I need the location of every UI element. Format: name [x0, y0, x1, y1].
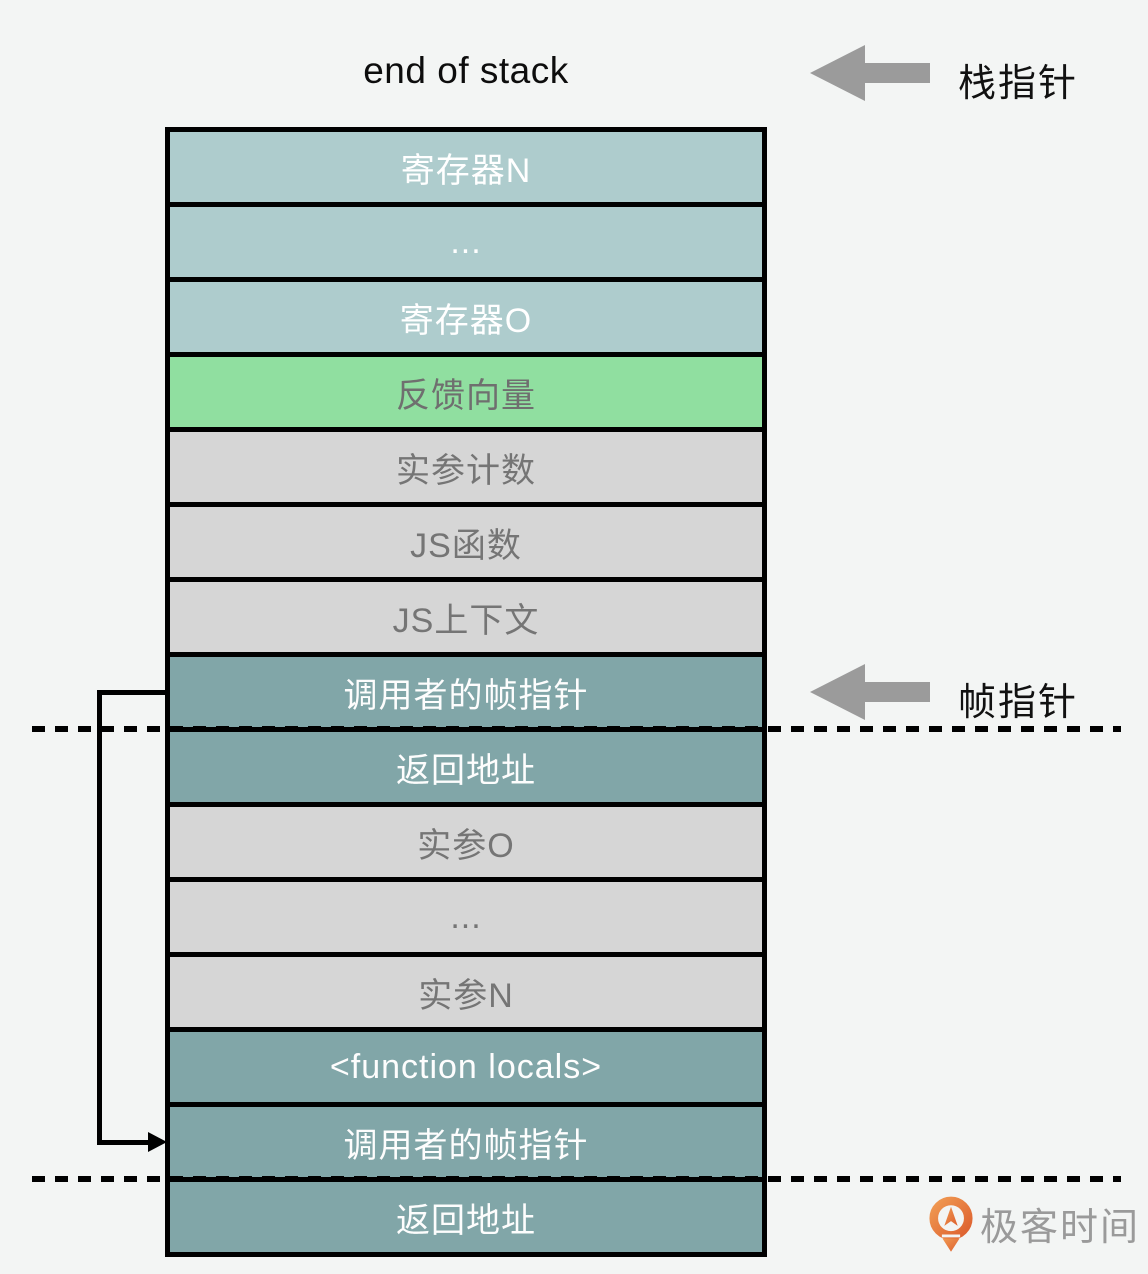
dashed-separator-top [32, 726, 1121, 732]
stack-row: ... [170, 882, 762, 957]
stack-row-label: JS上下文 [392, 601, 540, 640]
stack-row-label: 反馈向量 [396, 376, 536, 415]
stack-row: ... [170, 207, 762, 282]
stack-row-label: JS函数 [410, 526, 522, 565]
connector-arrowhead-icon [148, 1132, 167, 1152]
stack-row: 返回地址 [170, 732, 762, 807]
stack-row: 实参N [170, 957, 762, 1032]
stack-row: 返回地址 [170, 1182, 762, 1252]
stack-row: 寄存器O [170, 282, 762, 357]
arrow-head [810, 45, 865, 101]
stack-row-label: <function locals> [329, 1047, 603, 1086]
stack-pointer-arrow-icon [810, 45, 930, 101]
stack-row: 反馈向量 [170, 357, 762, 432]
arrow-shaft [860, 63, 930, 83]
stack-pointer-label: 栈指针 [958, 63, 1079, 105]
stack-row-label: 实参N [418, 976, 514, 1015]
arrow-shaft [860, 682, 930, 702]
frame-pointer-arrow-icon [810, 664, 930, 720]
stack-row: 实参计数 [170, 432, 762, 507]
stack-row-label: ... [450, 222, 482, 261]
stack-row-label: 调用者的帧指针 [343, 1126, 589, 1165]
stack-row-label: 返回地址 [396, 1201, 536, 1240]
stack-row-label: ... [450, 897, 482, 936]
frame-pointer-link-connector-bottom [97, 1140, 149, 1145]
frame-pointer-link-connector-vertical [97, 690, 102, 1145]
stack-row-label: 寄存器N [400, 151, 532, 190]
stack-row-label: 调用者的帧指针 [343, 676, 589, 715]
frame-pointer-link-connector-top [97, 690, 167, 695]
geektime-logo: 极客时间 [928, 1194, 1140, 1252]
dashed-separator-bottom [32, 1176, 1121, 1182]
stack-row: JS上下文 [170, 582, 762, 657]
stack-row: JS函数 [170, 507, 762, 582]
stack-row: 实参O [170, 807, 762, 882]
stack-row-label: 寄存器O [399, 301, 533, 340]
stack-row-label: 实参计数 [396, 451, 536, 490]
stack-row: 寄存器N [170, 132, 762, 207]
frame-pointer-label: 帧指针 [958, 682, 1079, 724]
stack-row: 调用者的帧指针 [170, 1107, 762, 1182]
page-title: end of stack [363, 50, 569, 91]
stack-row-label: 返回地址 [396, 751, 536, 790]
geektime-logo-icon [929, 1196, 973, 1252]
stack-row: 调用者的帧指针 [170, 657, 762, 732]
stack-row: <function locals> [170, 1032, 762, 1107]
geektime-logo-text: 极客时间 [980, 1206, 1141, 1249]
arrow-head [810, 664, 865, 720]
stack-row-label: 实参O [417, 826, 515, 865]
